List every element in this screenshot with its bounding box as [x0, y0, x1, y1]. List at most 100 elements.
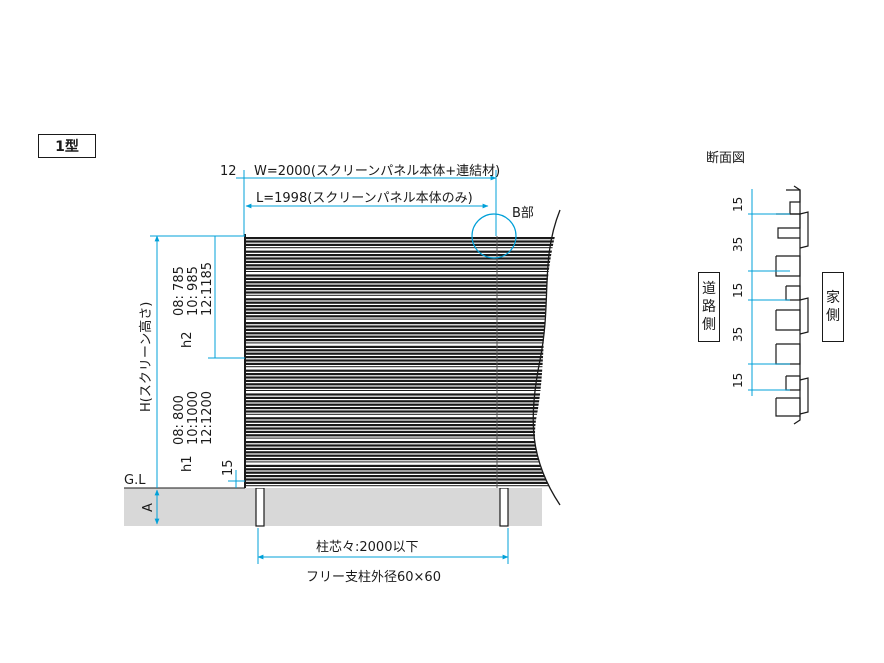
panel-slat [245, 281, 560, 284]
panel-slat [245, 271, 560, 272]
panel-slat [245, 458, 560, 461]
panel-slat [245, 427, 560, 430]
section-dim: 15 [731, 197, 745, 212]
panel-slat [245, 464, 560, 467]
panel-slat [245, 362, 560, 365]
section-dim: 35 [731, 327, 745, 342]
panel-slat [245, 454, 560, 457]
panel-slat [245, 325, 560, 328]
width-label: W=2000(スクリーンパネル本体+連結材) [254, 164, 500, 179]
section-dim: 15 [731, 283, 745, 298]
panel-slat [245, 437, 560, 439]
panel-slat [245, 345, 560, 348]
panel-slat [245, 322, 560, 325]
panel-slat [245, 318, 560, 320]
panel-slat [245, 328, 560, 331]
panel-slat [245, 376, 560, 379]
screen-panel [245, 236, 560, 488]
panel-slat [245, 468, 560, 471]
detail-label: B部 [512, 206, 534, 221]
panel-slat [245, 291, 560, 294]
panel-slat [245, 260, 560, 263]
road-side-char: 側 [702, 317, 716, 333]
panel-slat [245, 417, 560, 420]
panel-slat [245, 298, 560, 301]
panel-slat [245, 430, 560, 433]
panel-slat [245, 400, 560, 403]
panel-slat [245, 359, 560, 362]
post-right [499, 487, 509, 527]
break-line [532, 209, 561, 506]
panel-slat [245, 424, 560, 427]
panel-slat [245, 288, 560, 291]
panel-slat [245, 274, 560, 277]
panel-slat [245, 485, 560, 487]
spacing-label: 柱芯々:2000以下 [316, 540, 418, 555]
house-side-label: 家 側 [822, 272, 844, 342]
panel-slat [245, 383, 560, 386]
road-side-char: 路 [702, 299, 716, 315]
panel-slat [245, 396, 560, 399]
panel-slat [245, 267, 560, 270]
h2-label: h2 [180, 331, 195, 348]
panel-slat [245, 243, 560, 246]
ground-label: G.L [124, 473, 146, 488]
height-label: H(スクリーン高さ) [138, 302, 154, 412]
panel-slat [245, 308, 560, 311]
depth-label: A [141, 503, 156, 512]
panel-slat [245, 373, 560, 376]
panel-slat [245, 301, 560, 304]
panel-slat [245, 332, 560, 335]
panel-slat [245, 254, 560, 257]
panel-slat [245, 250, 560, 253]
panel-slat [245, 284, 560, 287]
h1-label: h1 [180, 455, 195, 472]
panel-slat [245, 407, 560, 410]
cross-section [775, 185, 809, 425]
house-side-char: 家 [826, 290, 840, 306]
panel-slat [245, 410, 560, 413]
panel-slat [245, 386, 560, 389]
panel-slat [245, 237, 560, 240]
panel-slat [245, 451, 560, 454]
panel-slat [245, 379, 560, 382]
section-ticks [748, 213, 790, 391]
h2-value: 12:1185 [200, 262, 215, 316]
panel-slat [245, 294, 560, 296]
panel-slat [245, 390, 560, 391]
road-side-label: 道 路 側 [698, 272, 720, 342]
panel-slat [245, 277, 560, 280]
panel-slat [245, 413, 560, 415]
ground-band [124, 488, 542, 526]
panel-slat [245, 247, 560, 249]
panel-slat [245, 420, 560, 423]
section-title: 断面図 [706, 151, 746, 166]
panel-slat [245, 434, 560, 437]
type-label: 1型 [38, 134, 96, 158]
post-left [255, 487, 265, 527]
panel-slat [245, 444, 560, 447]
panel-slat [245, 305, 560, 308]
h2-value: 10: 985 [186, 266, 201, 316]
panel-slat [245, 264, 560, 267]
panel-slat [245, 441, 560, 444]
detail-circle [471, 213, 517, 259]
offset-label: 12 [220, 164, 237, 179]
h1-value: 10:1000 [186, 391, 201, 445]
panel-slat [245, 311, 560, 314]
house-side-char: 側 [826, 308, 840, 324]
panel-slat [245, 349, 560, 352]
panel-slat [245, 240, 560, 243]
panel-slat [245, 352, 560, 355]
panel-slat [245, 366, 560, 368]
panel-slat [245, 478, 560, 481]
panel-slat [245, 335, 560, 338]
panel-slat [245, 461, 560, 463]
panel-slat [245, 257, 560, 260]
post-size-label: フリー支柱外径60×60 [306, 570, 441, 585]
panel-slat [245, 339, 560, 342]
panel-slat [245, 369, 560, 372]
road-side-char: 道 [702, 281, 716, 297]
